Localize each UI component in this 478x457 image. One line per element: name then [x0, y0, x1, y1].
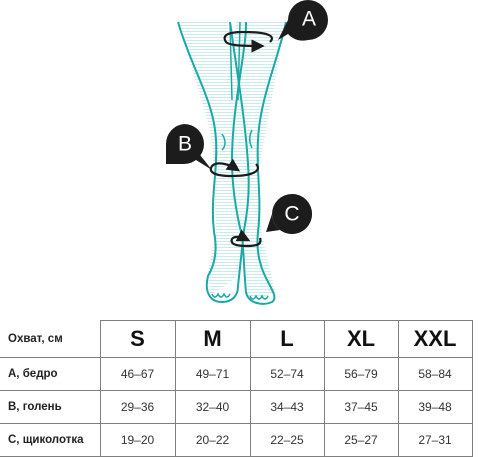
table-cell: 19–20: [99, 423, 176, 457]
badge-b: B: [165, 123, 212, 170]
table-row: B, голень 29–36 32–40 34–43 37–45 39–48: [0, 390, 473, 424]
svg-text:B: B: [178, 133, 192, 156]
badge-c: C: [266, 194, 312, 234]
size-header-row: Охват, см S M L XL XXL: [0, 320, 473, 358]
table-cell: 29–36: [99, 390, 176, 424]
size-l-header: L: [249, 320, 325, 358]
table-cell: 46–67: [99, 357, 176, 391]
table-cell: 39–48: [397, 390, 473, 424]
table-cell: 22–25: [249, 423, 325, 457]
row-label-calf: B, голень: [0, 390, 101, 424]
svg-text:A: A: [302, 8, 316, 31]
table-cell: 49–71: [174, 357, 251, 391]
table-cell: 37–45: [323, 390, 399, 424]
size-xxl-header: XXL: [397, 320, 473, 358]
girth-header-label: Охват, см: [0, 320, 101, 358]
calf-measurement-arrow: [209, 158, 259, 178]
row-label-ankle: C, щиколотка: [0, 423, 101, 457]
svg-text:C: C: [284, 203, 299, 226]
ankle-measurement-arrow: [230, 229, 262, 248]
size-chart-table: Охват, см S M L XL XXL A, бедро 46–67 49…: [0, 320, 473, 457]
table-cell: 56–79: [323, 357, 399, 391]
thigh-measurement-arrow: [223, 30, 273, 53]
size-xl-header: XL: [323, 320, 399, 358]
table-cell: 52–74: [249, 357, 325, 391]
badge-a: A: [278, 0, 328, 41]
table-row: A, бедро 46–67 49–71 52–74 56–79 58–84: [0, 357, 473, 391]
legs-outline: [177, 21, 287, 305]
table-cell: 58–84: [397, 357, 473, 391]
size-s-header: S: [99, 320, 176, 358]
table-cell: 27–31: [397, 423, 473, 457]
legs-measurement-illustration: A B C: [165, 0, 328, 305]
table-cell: 34–43: [249, 390, 325, 424]
table-cell: 32–40: [174, 390, 251, 424]
table-cell: 20–22: [174, 423, 251, 457]
size-m-header: M: [174, 320, 251, 358]
row-label-thigh: A, бедро: [0, 357, 101, 391]
table-cell: 25–27: [323, 423, 399, 457]
table-row: C, щиколотка 19–20 20–22 22–25 25–27 27–…: [0, 423, 473, 457]
